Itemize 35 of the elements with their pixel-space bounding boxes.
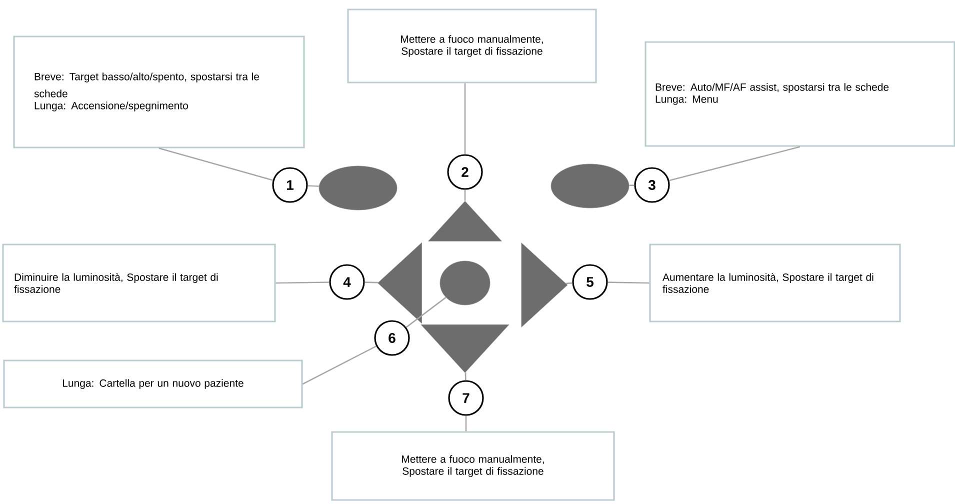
leader-line [158,148,274,181]
leader-line [465,416,467,432]
leader-line [364,282,378,284]
leader-line [669,146,800,182]
callout-number: 1 [272,167,308,203]
button-ellipse [550,164,630,208]
callout-box: Mettere a fuoco manualmente, Spostare il target di fissazione [347,8,597,84]
leader-line [464,372,466,380]
leader-line [464,83,466,154]
button-ellipse [318,166,398,210]
button-ellipse [440,260,490,306]
arrow-button [428,200,502,242]
arrow-button [420,324,510,373]
callout-box: Diminuire la luminosità, Spostare il target di fissazione [2,244,276,322]
callout-box: Breve: Target basso/alto/spento, spostarsi tra le schede Lunga: Accensione/spegnimento [13,36,305,148]
leader-line [629,184,634,186]
callout-number: 4 [329,264,365,300]
leader-line [464,190,466,201]
leader-line [308,185,319,187]
leader-line [302,346,376,385]
callout-box: Mettere a fuoco manualmente, Spostare il target di fissazione [331,431,615,501]
leader-line [566,282,572,284]
leader-line [406,296,446,328]
arrow-button [521,242,568,328]
callout-number: 7 [448,380,484,416]
callout-number: 2 [447,154,483,190]
callout-box: Aumentare la luminosità, Spostare il target di fissazione [649,244,901,322]
callout-number: 5 [572,264,608,300]
callout-number: 3 [634,167,670,203]
leader-line [608,282,650,284]
callout-box: Breve: Auto/MF/AF assist, spostarsi tra le schede Lunga: Menu [644,41,955,147]
leader-line [276,282,330,284]
callout-box: Lunga: Cartella per un nuovo paziente [3,360,303,408]
arrow-button [378,242,422,324]
callout-number: 6 [374,320,410,356]
